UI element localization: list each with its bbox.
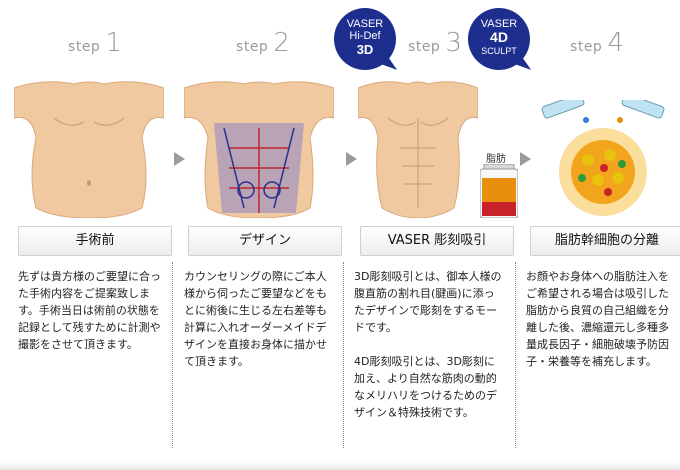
step-2-header: step 2 <box>178 28 348 58</box>
torso-design-illustration <box>184 81 334 218</box>
step-2-description: カウンセリングの際にご本人様から伺ったご要望などをもとに術後に生じる左右差等も計… <box>184 270 327 368</box>
arrow-right-icon <box>174 152 185 166</box>
fat-label: 脂肪 <box>486 154 506 165</box>
column-divider <box>343 262 344 448</box>
arrow-right-icon <box>520 152 531 166</box>
step-3-header: step 3 <box>350 28 520 58</box>
step-1-title: 手術前 <box>18 226 172 256</box>
column-divider <box>172 262 173 448</box>
step-4-description: お顔やお身体への脂肪注入をご希望される場合は吸引した脂肪から良質の自己組織を分離… <box>526 270 669 368</box>
step-1-description: 先ずは貴方様のご要望に合った手術内容をご提案致します。手術当日は術前の状態を記録… <box>18 270 161 351</box>
step-word: step <box>570 39 603 55</box>
step-4-header: step 4 <box>512 28 680 58</box>
fat-jar-icon <box>480 164 518 218</box>
stem-cell-illustration <box>541 100 665 216</box>
step-3-title: VASER 彫刻吸引 <box>360 226 514 256</box>
step-number: 1 <box>105 28 122 58</box>
step-3-description: 3D彫刻吸引とは、御本人様の腹直筋の割れ目(腱画)に添ったデザインで彫刻をするモ… <box>354 270 502 419</box>
step-4-title: 脂肪幹細胞の分離 <box>530 226 680 256</box>
footer-shadow <box>0 462 680 470</box>
torso-sculpted-illustration <box>358 81 478 218</box>
step-1-header: step 1 <box>10 28 180 58</box>
step-word: step <box>236 39 269 55</box>
torso-before-illustration <box>14 81 164 218</box>
vaser-hidef-3d-badge: VASER Hi-Def 3D <box>334 8 396 70</box>
step-number: 4 <box>607 28 624 58</box>
step-2-title: デザイン <box>188 226 342 256</box>
arrow-right-icon <box>346 152 357 166</box>
column-divider <box>515 262 516 448</box>
step-word: step <box>408 39 441 55</box>
step-word: step <box>68 39 101 55</box>
vaser-4d-sculpt-badge: VASER 4D SCULPT <box>468 8 530 70</box>
step-number: 2 <box>273 28 290 58</box>
step-number: 3 <box>445 28 462 58</box>
